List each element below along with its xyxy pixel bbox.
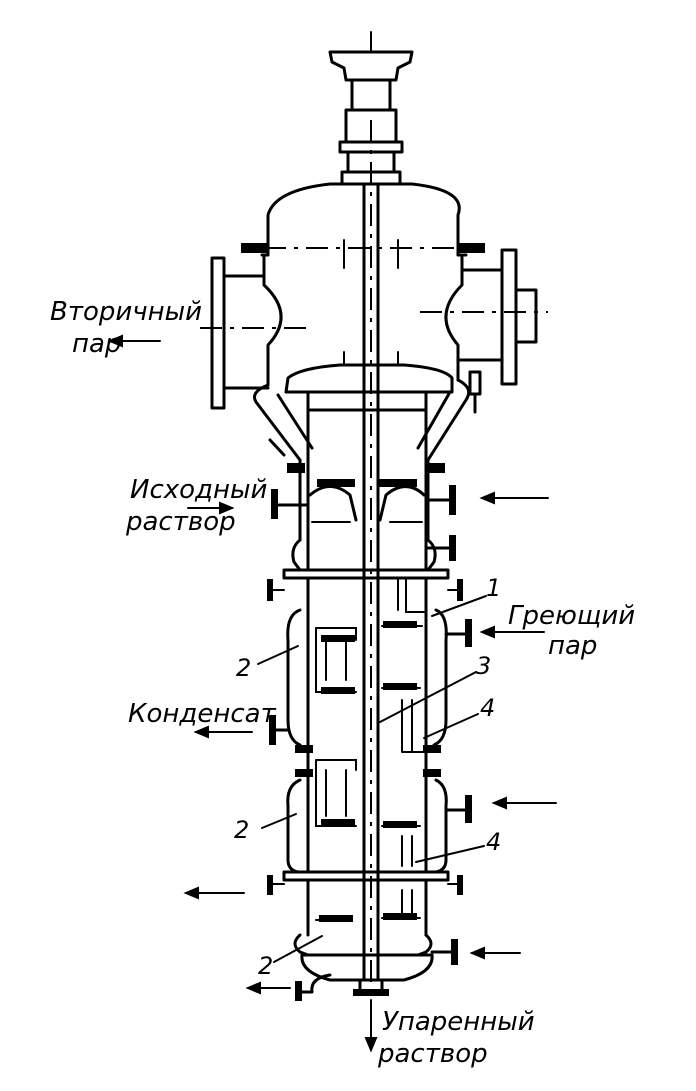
vessel-shell [267, 408, 463, 937]
callout-1: 1 [486, 574, 501, 602]
condensate-label: Конденсат [128, 699, 277, 729]
rotor-blades [311, 479, 425, 922]
central-shaft [362, 120, 380, 1000]
leader-lines [257, 595, 487, 963]
heating-steam-label-1: Греющий [508, 601, 635, 631]
callout-4-upper: 4 [480, 694, 495, 722]
secondary-steam-label-2: пар [72, 329, 121, 359]
feed-solution-label-2: раствор [125, 507, 236, 537]
transition-cone [253, 370, 482, 473]
callout-3: 3 [476, 652, 491, 680]
heating-section-upper [269, 608, 472, 753]
deflector-hood [284, 363, 454, 412]
heating-section-lower [267, 769, 472, 895]
evaporated-solution-label-2: раствор [377, 1039, 488, 1069]
callout-2-lower: 2 [258, 952, 273, 980]
callout-4-lower: 4 [486, 828, 501, 856]
feed-solution-label-1: Исходный [130, 475, 267, 505]
flow-arrows [107, 334, 557, 1053]
secondary-steam-nozzle [200, 256, 310, 410]
heating-steam-label-2: пар [548, 631, 597, 661]
bottom-head [293, 933, 458, 1001]
callout-2-upper: 2 [236, 654, 251, 682]
drive-assembly [328, 31, 414, 186]
secondary-steam-label-1: Вторичный [50, 297, 202, 327]
right-nozzle [420, 248, 548, 386]
callout-2-middle: 2 [234, 816, 249, 844]
evaporated-solution-label-1: Упаренный [382, 1007, 535, 1037]
text-labels: Вторичный пар Исходный раствор Греющий п… [50, 297, 635, 1069]
